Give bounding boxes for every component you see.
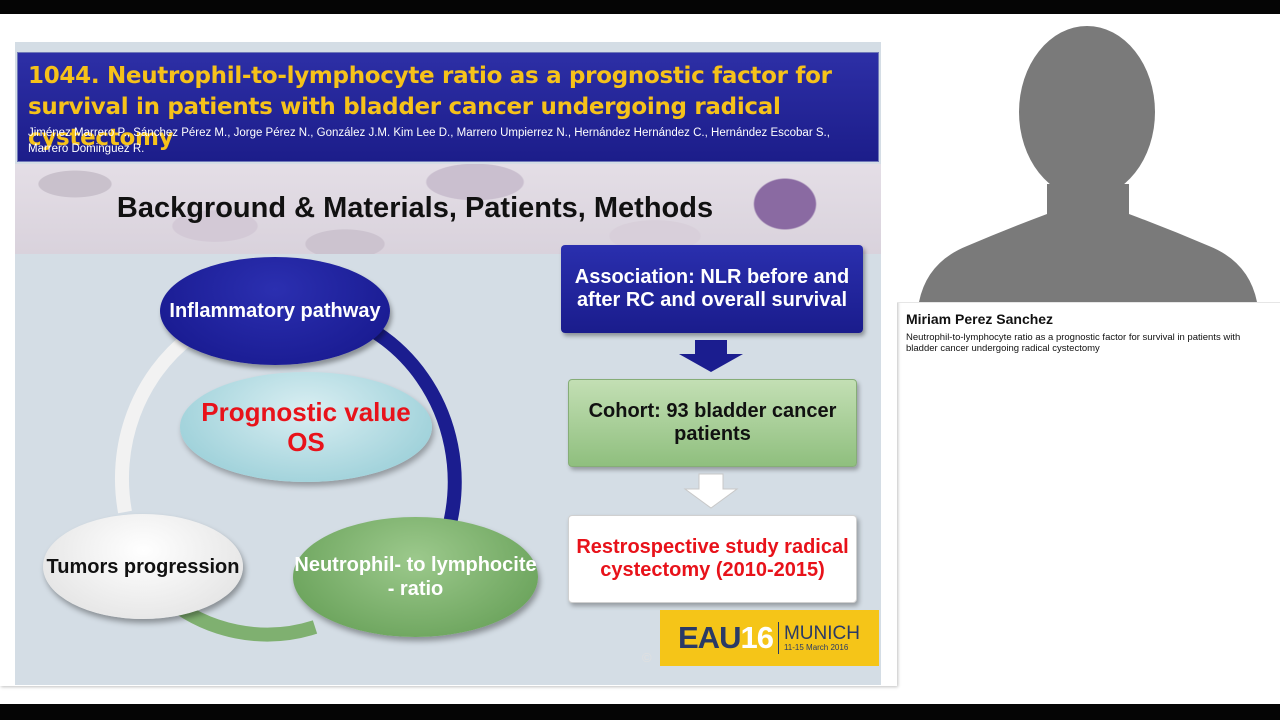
prognostic-value-oval: Prognostic value OS bbox=[180, 372, 432, 482]
top-black-bar bbox=[0, 0, 1280, 14]
eau16-logo: EAU 16 MUNICH 11-15 March 2016 bbox=[660, 610, 879, 666]
speaker-divider bbox=[897, 302, 1280, 303]
inflammatory-pathway-oval: Inflammatory pathway bbox=[160, 257, 390, 365]
section-heading: Background & Materials, Patients, Method… bbox=[116, 192, 714, 224]
association-box: Association: NLR before and after RC and… bbox=[561, 245, 863, 333]
person-silhouette-icon bbox=[919, 26, 1257, 302]
talk-title: Neutrophil-to-lymphocyte ratio as a prog… bbox=[906, 332, 1241, 354]
slide-title-box: 1044. Neutrophil-to-lymphocyte ratio as … bbox=[17, 52, 879, 162]
blood-cells-background bbox=[15, 164, 881, 254]
down-arrow-blue bbox=[679, 340, 743, 372]
logo-city: MUNICH bbox=[783, 622, 860, 644]
logo-details: MUNICH 11-15 March 2016 bbox=[783, 622, 860, 652]
bottom-black-bar bbox=[0, 704, 1280, 720]
neutrophil-ratio-oval: Neutrophil- to lymphocite - ratio bbox=[293, 517, 538, 637]
logo-dates: 11-15 March 2016 bbox=[783, 642, 849, 652]
slide-viewer: 1044. Neutrophil-to-lymphocyte ratio as … bbox=[0, 14, 897, 686]
tumors-progression-oval: Tumors progression bbox=[43, 514, 243, 619]
slide-title: 1044. Neutrophil-to-lymphocyte ratio as … bbox=[28, 63, 832, 151]
speaker-name: Miriam Perez Sanchez bbox=[906, 311, 1054, 327]
slide-authors: Jiménez Marrero P., Sánchez Pérez M., Jo… bbox=[28, 127, 830, 155]
eau-brand: EAU bbox=[678, 620, 741, 655]
speaker-avatar bbox=[897, 14, 1280, 302]
eau-year: 16 bbox=[740, 620, 773, 655]
copyright-symbol: © bbox=[642, 650, 652, 665]
logo-divider bbox=[777, 622, 779, 654]
cohort-box: Cohort: 93 bladder cancer patients bbox=[568, 379, 857, 467]
cycle-arc-white bbox=[114, 331, 195, 514]
presentation-slide: 1044. Neutrophil-to-lymphocyte ratio as … bbox=[15, 42, 881, 685]
retrospective-study-box: Restrospective study radical cystectomy … bbox=[568, 515, 857, 603]
down-arrow-white bbox=[683, 473, 739, 509]
